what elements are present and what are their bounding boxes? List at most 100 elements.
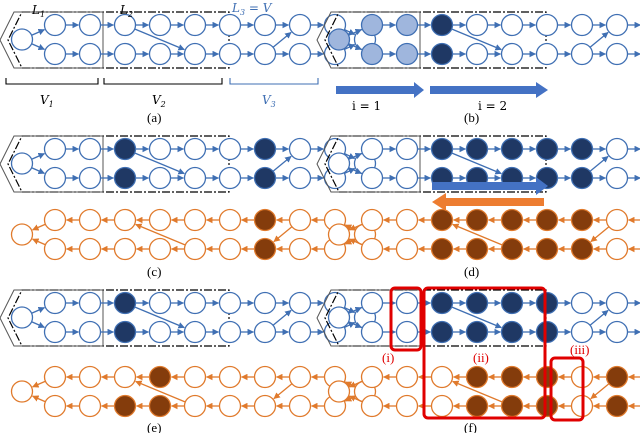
node bbox=[113, 394, 137, 418]
edge bbox=[272, 309, 292, 326]
panel-c-backward bbox=[10, 208, 377, 261]
node bbox=[43, 320, 67, 344]
edge bbox=[31, 321, 45, 328]
node bbox=[535, 137, 559, 161]
edge bbox=[348, 307, 362, 314]
panel-captions: (a) (b) (c) (d) (e) (f) bbox=[147, 110, 479, 433]
region-outline bbox=[324, 289, 547, 347]
node bbox=[327, 28, 351, 51]
node bbox=[570, 208, 594, 232]
node bbox=[78, 237, 102, 261]
edge bbox=[135, 380, 186, 403]
panel-a-labels: L1 L2 L3 = V V1 V2 V3 bbox=[31, 1, 276, 109]
node bbox=[218, 291, 242, 315]
node bbox=[183, 137, 207, 161]
node bbox=[465, 137, 489, 161]
node bbox=[288, 13, 312, 37]
l1-box bbox=[316, 11, 421, 69]
node bbox=[43, 237, 67, 261]
box-ii bbox=[422, 286, 547, 420]
edge bbox=[31, 307, 45, 314]
node bbox=[360, 320, 384, 344]
node bbox=[360, 237, 384, 261]
node bbox=[113, 237, 137, 261]
box-i bbox=[389, 286, 423, 352]
node bbox=[535, 13, 559, 37]
node bbox=[395, 208, 419, 232]
node bbox=[183, 320, 207, 344]
edge bbox=[32, 380, 46, 388]
caption-b: (b) bbox=[464, 110, 479, 125]
node bbox=[288, 320, 312, 344]
node bbox=[395, 13, 419, 37]
node bbox=[288, 291, 312, 315]
panel-d-arrows bbox=[432, 177, 548, 211]
region-outline bbox=[324, 11, 547, 69]
node bbox=[605, 394, 629, 418]
node bbox=[113, 208, 137, 232]
node bbox=[113, 13, 137, 37]
node bbox=[605, 320, 629, 344]
node bbox=[570, 137, 594, 161]
i2-label: i = 2 bbox=[478, 99, 507, 113]
edge bbox=[348, 43, 362, 50]
node bbox=[465, 13, 489, 37]
node bbox=[500, 42, 524, 66]
node bbox=[360, 291, 384, 315]
node bbox=[148, 237, 172, 261]
l1-box bbox=[0, 289, 104, 347]
node bbox=[253, 13, 277, 37]
node bbox=[148, 137, 172, 161]
node bbox=[535, 208, 559, 232]
node bbox=[10, 380, 34, 403]
node bbox=[535, 320, 559, 344]
node bbox=[253, 365, 277, 389]
node bbox=[360, 365, 384, 389]
node bbox=[288, 208, 312, 232]
node bbox=[183, 365, 207, 389]
l1-box bbox=[316, 135, 421, 193]
node bbox=[218, 137, 242, 161]
node bbox=[395, 365, 419, 389]
node bbox=[605, 166, 629, 190]
node bbox=[218, 365, 242, 389]
node bbox=[288, 42, 312, 66]
node bbox=[10, 28, 34, 51]
node bbox=[78, 137, 102, 161]
l1-box bbox=[0, 135, 104, 193]
node bbox=[183, 394, 207, 418]
i2-arrow bbox=[430, 82, 548, 98]
node bbox=[253, 208, 277, 232]
node bbox=[535, 394, 559, 418]
node bbox=[253, 137, 277, 161]
edge bbox=[348, 167, 362, 174]
l1-box bbox=[0, 11, 104, 69]
node bbox=[395, 42, 419, 66]
node bbox=[148, 13, 172, 37]
node bbox=[288, 137, 312, 161]
node bbox=[605, 237, 629, 261]
node bbox=[327, 223, 351, 246]
node bbox=[500, 237, 524, 261]
node bbox=[78, 291, 102, 315]
edge bbox=[349, 223, 363, 231]
l2-label: L2 bbox=[119, 3, 133, 19]
edge bbox=[590, 226, 610, 243]
node bbox=[500, 394, 524, 418]
node bbox=[395, 137, 419, 161]
node bbox=[500, 208, 524, 232]
node bbox=[605, 42, 629, 66]
v1-label: V1 bbox=[40, 93, 54, 109]
node bbox=[78, 166, 102, 190]
caption-e: (e) bbox=[147, 420, 161, 433]
v2-label: V2 bbox=[152, 93, 166, 109]
forward-blue-arrow bbox=[432, 177, 548, 195]
annotation-iii: (iii) bbox=[570, 342, 590, 357]
node bbox=[535, 42, 559, 66]
backward-orange-arrow bbox=[432, 193, 544, 211]
node bbox=[430, 42, 454, 66]
node bbox=[43, 291, 67, 315]
node bbox=[148, 291, 172, 315]
node bbox=[395, 320, 419, 344]
node bbox=[430, 291, 454, 315]
